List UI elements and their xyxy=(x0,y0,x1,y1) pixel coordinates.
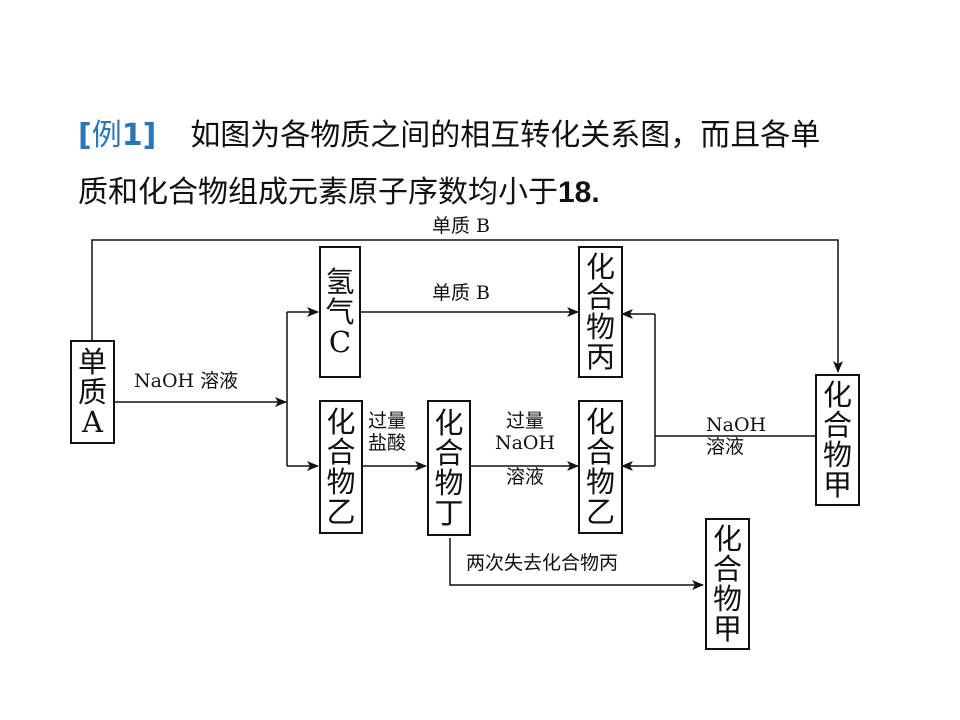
node-compound-jia-right: 化 合 物 甲 xyxy=(815,374,860,506)
label-naoh-solution-jia: NaOH 溶液 xyxy=(706,414,767,458)
label-top-single-b: 单质 B xyxy=(432,215,491,237)
node-single-a: 单 质 A xyxy=(70,340,115,444)
example-tag: [例1] xyxy=(78,118,157,153)
question-text-2: 质和化合物组成元素原子序数均小于 xyxy=(78,175,558,210)
question-line-1: [例1] 如图为各物质之间的相互转化关系图，而且各单 xyxy=(78,116,820,156)
label-excess-hcl: 过量 盐酸 xyxy=(368,410,407,454)
node-compound-bing: 化 合 物 丙 xyxy=(578,246,623,378)
question-number: 18. xyxy=(558,176,600,209)
question-text-1: 如图为各物质之间的相互转化关系图，而且各单 xyxy=(190,118,821,153)
label-naoh-solution-a: NaOH 溶液 xyxy=(134,370,239,392)
node-hydrogen-c: 氢 气 C xyxy=(319,246,361,378)
arrow-a-to-jia-top xyxy=(91,239,843,373)
node-compound-jia-bottom: 化 合 物 甲 xyxy=(705,518,750,650)
node-compound-yi-right: 化 合 物 乙 xyxy=(578,400,623,534)
node-compound-ding: 化 合 物 丁 xyxy=(427,400,471,536)
label-excess-naoh: 过量 NaOH 溶液 xyxy=(494,410,556,488)
node-compound-yi-left: 化 合 物 乙 xyxy=(319,400,363,534)
question-line-2: 质和化合物组成元素原子序数均小于18. xyxy=(78,173,600,213)
label-twice-lose: 两次失去化合物丙 xyxy=(466,552,619,574)
arrow-ding-to-jia-bottom xyxy=(449,538,704,590)
label-mid-single-b: 单质 B xyxy=(432,282,491,304)
